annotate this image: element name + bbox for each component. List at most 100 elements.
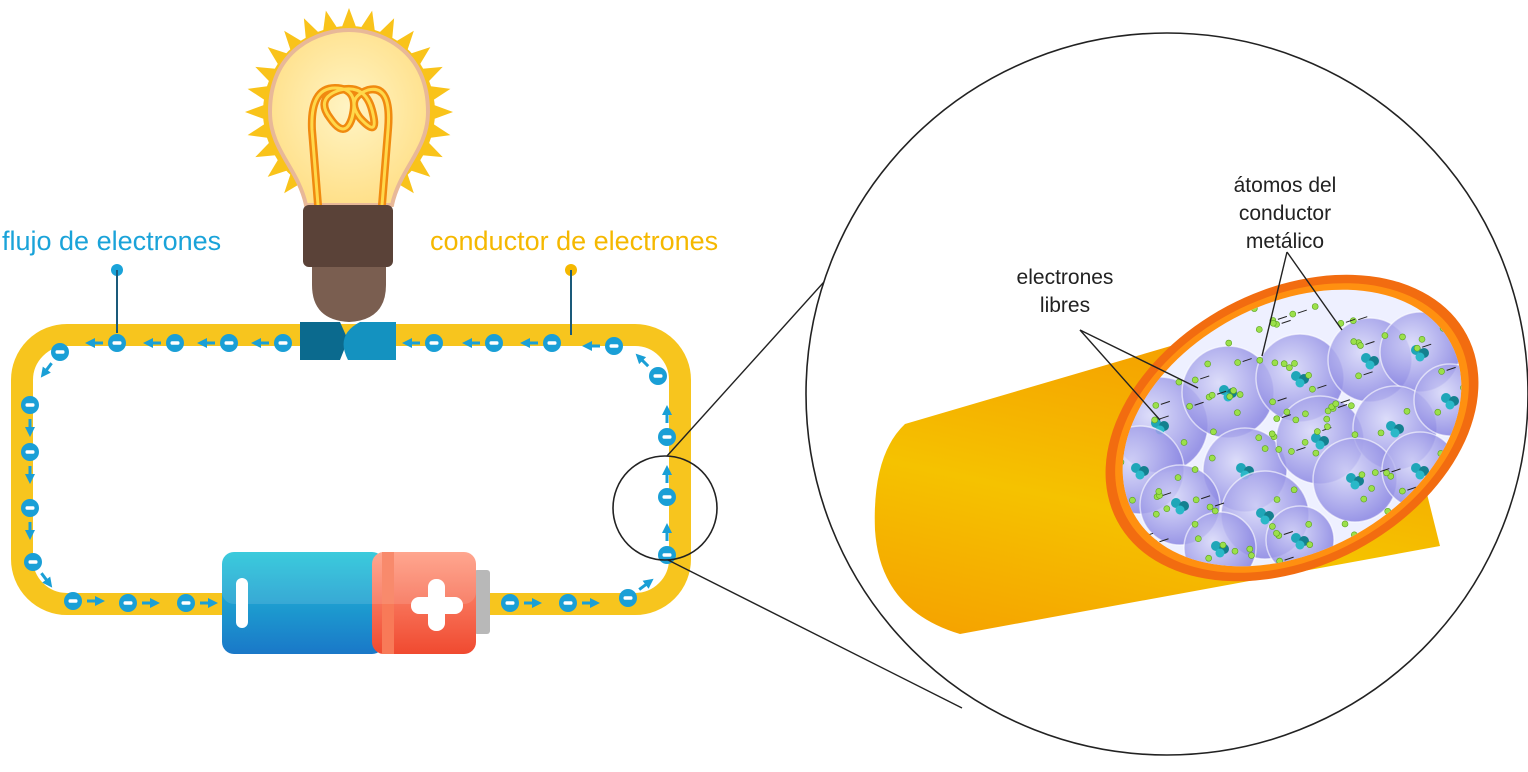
free-electron	[1292, 416, 1300, 424]
free-electron	[1350, 338, 1358, 345]
free-electron	[1383, 468, 1401, 477]
free-electrons-line-2: libres	[1039, 294, 1091, 317]
conductor-atoms-pointer	[1261, 251, 1343, 357]
free-electron	[1191, 466, 1199, 473]
electron-icon	[85, 334, 126, 352]
electron-icon	[658, 405, 676, 446]
free-electron	[1434, 408, 1442, 416]
electron-icon	[520, 334, 561, 352]
free-electron	[1403, 407, 1411, 415]
free-electron	[1230, 387, 1237, 394]
electron-flow-markers	[21, 334, 676, 612]
free-electron	[1180, 439, 1188, 446]
electron-icon	[21, 443, 39, 484]
electron-icon	[635, 353, 667, 385]
free-electron	[1208, 390, 1227, 399]
free-electron	[1305, 372, 1312, 379]
battery-minus-icon	[236, 578, 248, 628]
flow-label-pointer	[111, 264, 123, 333]
free-electron	[1255, 434, 1263, 441]
free-electron	[1357, 341, 1375, 349]
free-electron	[1273, 414, 1291, 422]
electron-icon	[251, 334, 292, 352]
free-electron	[1210, 428, 1217, 436]
free-electron	[1332, 399, 1350, 408]
free-electron	[1371, 468, 1390, 476]
free-electron	[1413, 343, 1432, 352]
free-electron	[1273, 529, 1280, 537]
free-electron	[1268, 430, 1276, 438]
free-electron	[1358, 471, 1366, 478]
free-electron	[1381, 332, 1389, 339]
free-electron	[1351, 431, 1359, 438]
free-electron	[1246, 545, 1254, 553]
free-electron	[1311, 303, 1319, 310]
free-electron	[1186, 401, 1204, 410]
free-electron	[1163, 505, 1171, 512]
free-electron	[1195, 535, 1202, 543]
free-electron	[1399, 333, 1406, 341]
free-electron	[1399, 486, 1417, 495]
free-electrons-line-1: electrones	[1016, 266, 1114, 289]
free-electron	[1256, 356, 1264, 364]
free-electron	[1305, 520, 1313, 528]
free-electron	[1324, 423, 1331, 430]
free-electron	[1289, 309, 1307, 318]
conductor-atoms-label: átomos del conductor metálico	[1210, 172, 1360, 256]
free-electron	[1283, 408, 1291, 416]
zoom-connector-bottom	[667, 559, 963, 709]
free-electron	[1438, 366, 1456, 375]
free-electron	[1280, 360, 1288, 368]
free-electron	[1192, 495, 1211, 504]
electron-conductor-label: conductor de electrones	[430, 226, 719, 256]
free-electron	[1269, 319, 1277, 327]
free-electron	[1191, 520, 1199, 528]
free-electron	[1269, 397, 1287, 406]
free-electron	[1355, 371, 1373, 380]
free-electron	[1377, 429, 1385, 437]
free-electron	[1323, 415, 1331, 423]
electron-icon	[143, 334, 184, 352]
free-electron	[1312, 449, 1320, 457]
free-electron	[1211, 507, 1219, 515]
free-electron	[1368, 485, 1375, 492]
conductor-label-pointer	[565, 264, 577, 335]
free-electron	[1129, 496, 1136, 504]
free-electron	[1208, 454, 1216, 462]
electron-icon	[402, 334, 443, 352]
free-electron	[1288, 446, 1306, 455]
conductor-atoms-line-1: átomos del	[1233, 174, 1337, 197]
electron-icon	[177, 594, 218, 612]
free-electron	[1348, 402, 1355, 409]
free-electron	[1291, 360, 1298, 367]
free-electron	[1206, 502, 1225, 511]
electron-icon	[658, 465, 676, 506]
free-electron	[1204, 360, 1212, 368]
electron-icon	[619, 578, 654, 607]
electron-icon	[119, 594, 160, 612]
battery-plus-icon	[411, 579, 463, 631]
free-electron	[1261, 445, 1269, 452]
electron-icon	[462, 334, 503, 352]
free-electron	[1302, 410, 1309, 418]
electron-icon	[582, 337, 623, 355]
free-electron	[1234, 358, 1252, 366]
free-electron	[1275, 446, 1283, 453]
free-electrons-pointer	[1079, 329, 1199, 421]
conductor-atoms-line-3: metálico	[1245, 230, 1325, 253]
electron-icon	[21, 499, 39, 540]
free-electron	[1191, 375, 1210, 384]
free-electron	[1309, 384, 1327, 393]
free-electron	[1387, 472, 1395, 480]
free-electron	[1418, 336, 1426, 343]
free-electron	[1151, 415, 1169, 424]
free-electrons-label: electrones libres	[1000, 264, 1130, 320]
free-electron	[1290, 486, 1298, 494]
conductor-atoms-line-2: conductor	[1238, 202, 1332, 225]
free-electron	[1231, 547, 1239, 555]
free-electron	[1301, 439, 1309, 446]
free-electron	[1271, 359, 1279, 367]
free-electron	[1273, 496, 1281, 503]
free-electron	[1219, 541, 1227, 549]
